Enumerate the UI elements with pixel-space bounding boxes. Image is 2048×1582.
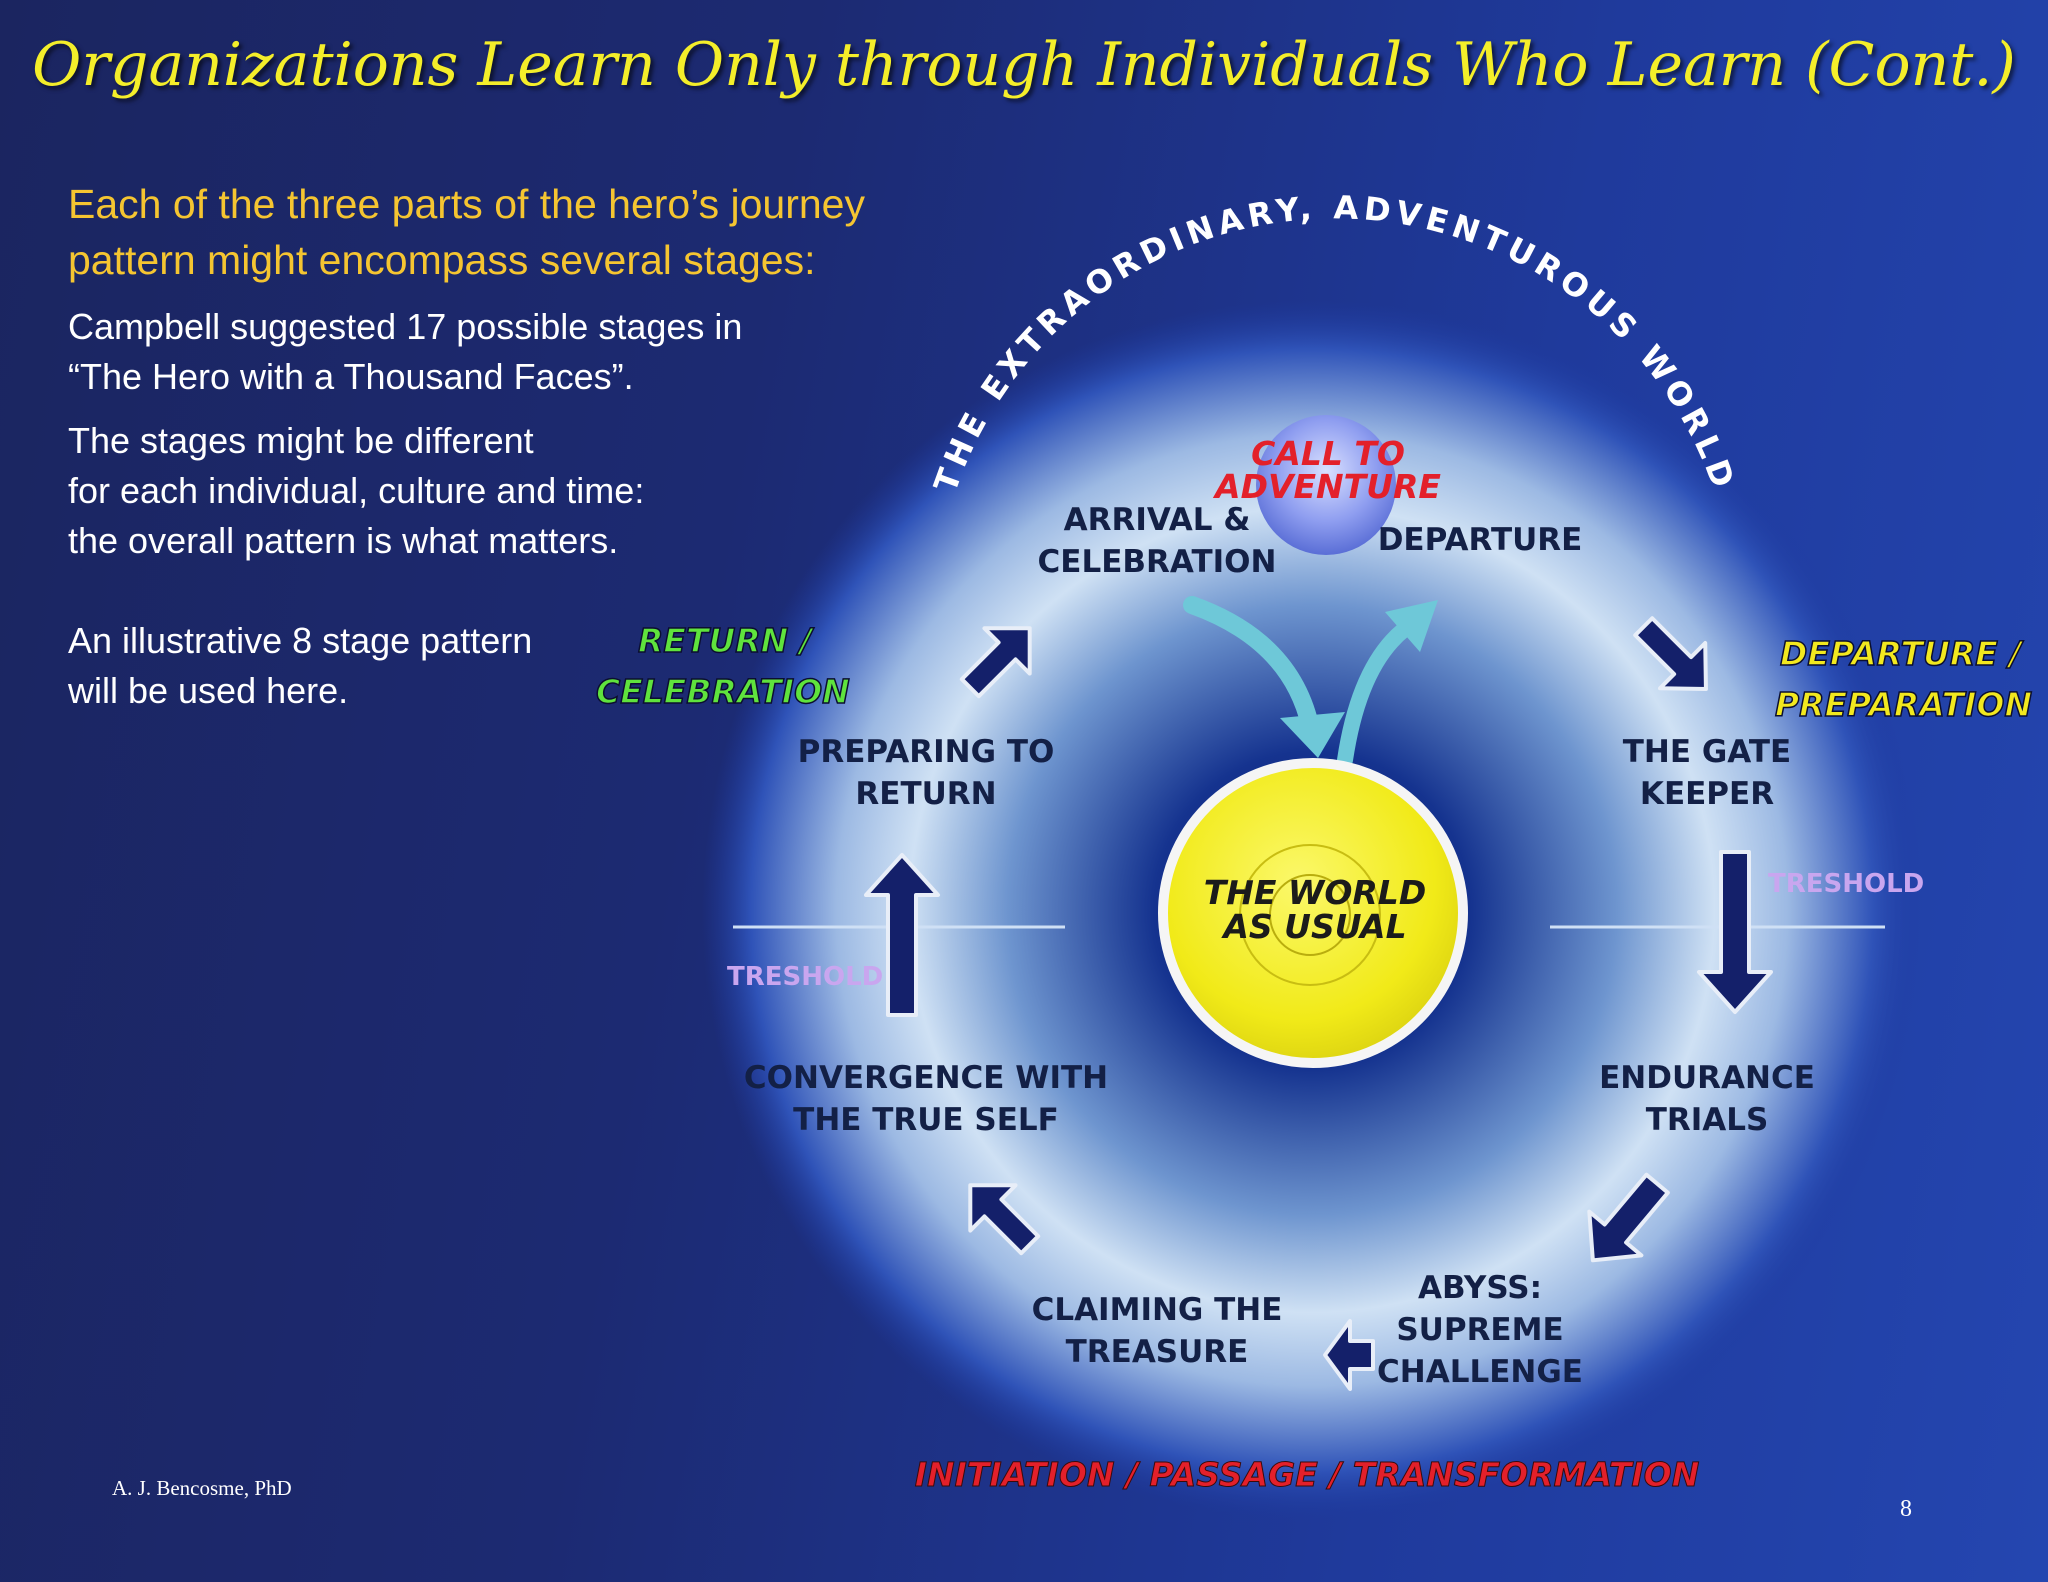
arrow-endurance-to-abyss [1587,1172,1670,1263]
stage-abyss-line2: SUPREME [1396,1312,1563,1348]
threshold-label-left: TRESHOLD [727,962,883,992]
intro-paragraph-3-line2: will be used here. [68,670,349,711]
stage-abyss-line3: CHALLENGE [1377,1354,1583,1390]
stage-endurance-line1: ENDURANCE [1599,1060,1815,1096]
stage-preparing-line1: PREPARING TO [798,734,1055,770]
call-to-adventure-label-line2: ADVENTURE [1212,467,1441,506]
phase-initiation: INITIATION / PASSAGE / TRANSFORMATION [915,1455,1700,1494]
intro-heading-line1: Each of the three parts of the hero’s jo… [68,181,865,227]
stage-abyss-line1: ABYSS: [1418,1270,1542,1306]
stage-gatekeeper-line2: KEEPER [1640,776,1774,812]
world-as-usual-line2: AS USUAL [1220,907,1406,946]
departure-curved-arrow [1337,617,1418,768]
arrival-arrowhead [1280,712,1345,758]
phase-departure-line1: DEPARTURE / [1780,634,2024,673]
intro-heading-line2: pattern might encompass several stages: [68,237,816,283]
stage-preparing-line2: RETURN [855,776,996,812]
page-number: 8 [1900,1496,1912,1522]
stage-arrival-line2: CELEBRATION [1038,544,1277,580]
stage-convergence-line1: CONVERGENCE WITH [744,1060,1108,1096]
world-spiral-1 [1269,874,1351,956]
world-as-usual-line1: THE WORLD [1204,873,1426,912]
intro-paragraph-2-line3: the overall pattern is what matters. [68,520,619,561]
phase-return-line2: CELEBRATION [596,672,850,711]
arrival-curved-arrow [1183,596,1319,734]
intro-paragraph-3-line1: An illustrative 8 stage pattern [68,620,533,661]
call-to-adventure-bubble [1256,415,1396,555]
arrow-claiming-to-convergence [968,1183,1041,1256]
arrow-convergence-to-preparing [864,853,940,1017]
author-credit: A. J. Bencosme, PhD [112,1476,292,1500]
world-as-usual-circle [1158,758,1468,1068]
arrow-gatekeeper-to-endurance [1697,850,1773,1014]
departure-arrowhead [1385,600,1438,652]
call-to-adventure-label-line1: CALL TO [1251,434,1405,473]
intro-paragraph-1-line2: “The Hero with a Thousand Faces”. [68,356,634,397]
intro-paragraph-2-line1: The stages might be different [68,420,534,461]
stage-gatekeeper-line1: THE GATE [1623,734,1791,770]
page-title: Organizations Learn Only through Individ… [32,30,2016,100]
stage-claiming-line2: TREASURE [1066,1334,1249,1370]
phase-departure-line2: PREPARATION [1775,685,2032,724]
intro-paragraph-2-line2: for each individual, culture and time: [68,470,645,511]
stage-convergence-line2: THE TRUE SELF [793,1102,1059,1138]
stage-arrival-line1: ARRIVAL & [1064,502,1251,538]
phase-return-line1: RETURN / [638,621,815,660]
world-spiral-2 [1239,844,1381,986]
arrow-departure-to-gatekeeper [1633,616,1708,691]
arrow-abyss-to-claiming [1323,1319,1375,1391]
stage-claiming-line1: CLAIMING THE [1032,1292,1283,1328]
intro-paragraph-1-line1: Campbell suggested 17 possible stages in [68,306,743,347]
stage-departure-line1: DEPARTURE [1378,522,1583,558]
arrow-preparing-to-arrival [959,626,1032,699]
threshold-label-right: TRESHOLD [1768,869,1924,899]
stage-endurance-line2: TRIALS [1646,1102,1769,1138]
intro-text: Each of the three parts of the hero’s jo… [68,176,968,716]
